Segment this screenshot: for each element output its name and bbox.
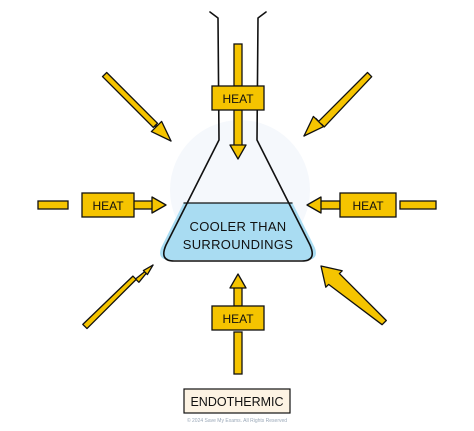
arrow-right-shaft-a bbox=[399, 200, 437, 210]
arrow-top-left-head bbox=[150, 120, 172, 142]
watermark-text: © 2024 Save My Exams. All Rights Reserve… bbox=[187, 417, 287, 424]
arrow-bottom-shaft-a bbox=[233, 286, 243, 307]
arrow-top-right-head bbox=[303, 115, 325, 137]
arrow-top-shaft-a bbox=[233, 43, 243, 87]
heat-label-right-text: HEAT bbox=[352, 199, 384, 213]
arrow-bottom-left bbox=[82, 264, 154, 330]
arrow-bottom-right bbox=[320, 265, 387, 326]
flask-label-line1: COOLER THAN bbox=[190, 219, 287, 234]
heat-label-left: HEAT bbox=[81, 192, 135, 218]
heat-label-bottom-text: HEAT bbox=[222, 312, 254, 326]
arrow-right-shaft-b bbox=[319, 200, 341, 210]
arrow-left-shaft-a bbox=[37, 200, 69, 210]
arrow-top-head bbox=[229, 144, 247, 160]
arrow-left-shaft-b bbox=[132, 200, 154, 210]
heat-label-top-text: HEAT bbox=[222, 92, 254, 106]
arrow-bottom-shaft-b bbox=[233, 331, 243, 375]
arrow-bottom-head bbox=[229, 273, 247, 289]
arrow-right-head bbox=[306, 196, 322, 214]
flask-outline bbox=[163, 11, 313, 262]
heat-label-left-text: HEAT bbox=[92, 199, 124, 213]
flask-label-line2: SURROUNDINGS bbox=[183, 237, 294, 252]
caption-text: ENDOTHERMIC bbox=[190, 395, 283, 409]
conical-flask: COOLER THAN SURROUNDINGS bbox=[160, 11, 316, 262]
arrow-bottom-left-head bbox=[142, 264, 154, 276]
caption-box: ENDOTHERMIC bbox=[183, 388, 291, 414]
flask-liquid bbox=[160, 203, 316, 260]
arrow-top-shaft-b bbox=[233, 109, 243, 147]
heat-label-bottom: HEAT bbox=[211, 305, 265, 331]
heat-label-top: HEAT bbox=[211, 85, 265, 111]
arrow-left-head bbox=[151, 196, 167, 214]
heat-label-right: HEAT bbox=[339, 192, 397, 218]
